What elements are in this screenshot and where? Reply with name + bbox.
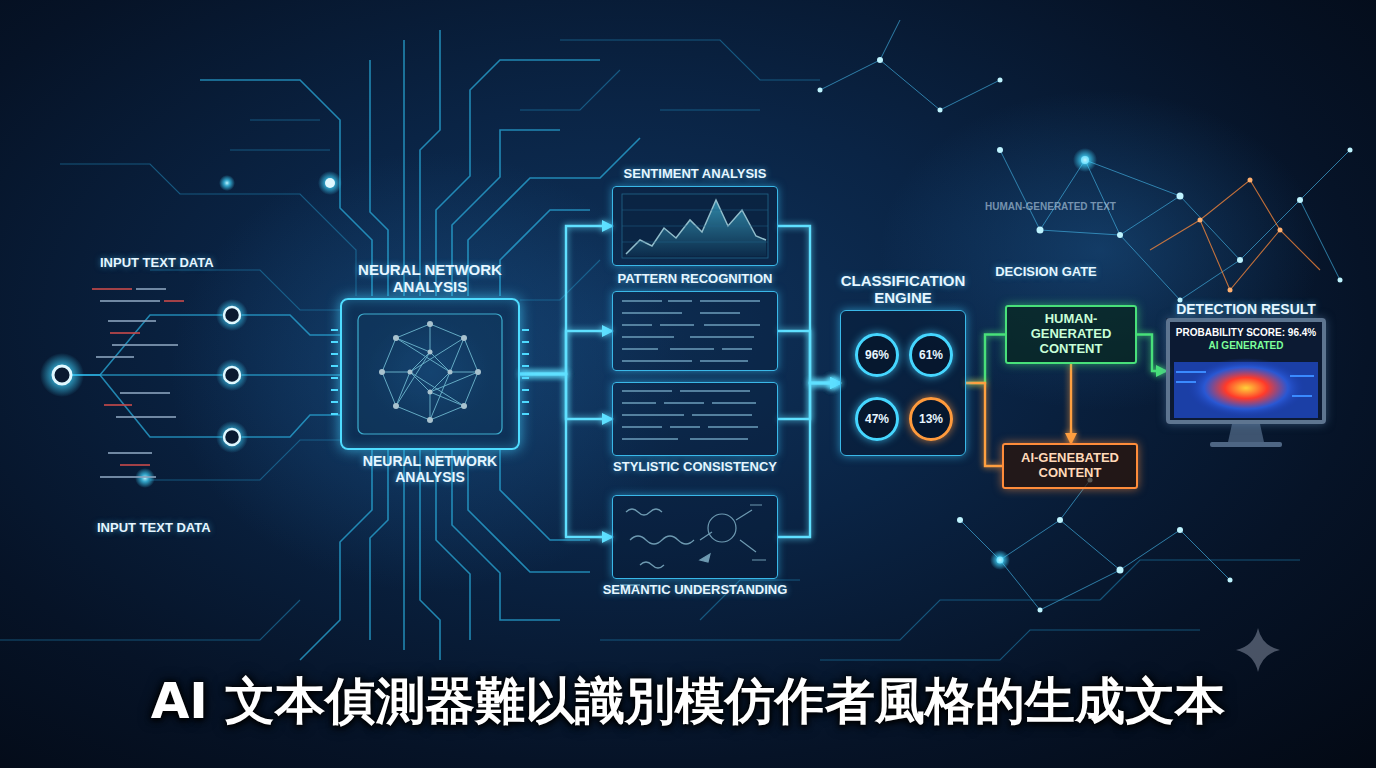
gauge-ring: 13% [909, 397, 953, 441]
analysis-panel: STYLISTIC CONSISTENCY [612, 382, 778, 456]
flow-connector [966, 383, 1002, 466]
flow-connector [778, 383, 840, 537]
box-heading: STYLISTIC CONSISTENCY [585, 460, 805, 475]
human-result-box: HUMAN-GENERATED CONTENT [1005, 305, 1137, 364]
flow-connector [1070, 364, 1072, 443]
flow-connector [778, 331, 840, 383]
gate-label: DECISION GATE [986, 264, 1106, 279]
network-constellation [818, 20, 1353, 613]
monitor-illustration [1166, 318, 1326, 447]
flow-connector [520, 374, 612, 537]
box-heading: NEURAL NETWORK ANALYSIS [350, 261, 510, 296]
caption-title: AI 文本偵測器難以識別模仿作者風格的生成文本 [0, 668, 1376, 735]
analysis-panel: SENTIMENT ANALYSIS [612, 186, 778, 266]
flow-connector [520, 331, 612, 374]
box-text: 61% [912, 348, 950, 362]
box-text: 13% [912, 412, 950, 426]
circuit-trace [0, 30, 1300, 660]
box-heading: NEURAL NETWORK ANALYSIS [350, 453, 510, 485]
box-heading: CLASSIFICATION ENGINE [833, 272, 973, 307]
input-wires [40, 171, 342, 488]
gauge-ring: 61% [909, 333, 953, 377]
box-heading: DETECTION RESULT [1156, 301, 1336, 317]
analysis-panel: SEMANTIC UNDERSTANDING [612, 495, 778, 579]
input-label: INPUT TEXT DATA [97, 520, 211, 535]
box-text: 47% [858, 412, 896, 426]
box-heading: SEMANTIC UNDERSTANDING [585, 583, 805, 598]
faint-label: HUMAN-GENERATED TEXT [985, 201, 1116, 212]
box-text: PROBABILITY SCORE: 96.4% [1175, 326, 1317, 339]
box-text: AI-GENEBATED CONTENT [1010, 451, 1130, 481]
box-text: 96% [858, 348, 896, 362]
monitor-screen: DETECTION RESULTPROBABILITY SCORE: 96.4%… [1166, 318, 1326, 424]
neural-network-box: NEURAL NETWORK ANALYSISNEURAL NETWORK AN… [340, 298, 520, 450]
input-label: INPUT TEXT DATA [100, 255, 214, 270]
gauge-ring: 47% [855, 397, 899, 441]
gauge-ring: 96% [855, 333, 899, 377]
flow-connector [1137, 335, 1166, 372]
flow-connector [778, 226, 840, 383]
flow-connector [520, 226, 612, 374]
box-text: HUMAN-GENERATED CONTENT [1013, 312, 1129, 357]
code-lines [92, 288, 184, 478]
sparkle-mark [1236, 628, 1280, 672]
analysis-panel: PATTERN RECOGNITION [612, 291, 778, 371]
box-text: AI GENERATED [1175, 339, 1317, 352]
box-heading: SENTIMENT ANALYSIS [585, 167, 805, 182]
classification-box: CLASSIFICATION ENGINE96%61%47%13% [840, 310, 966, 456]
flow-connector [966, 335, 1005, 384]
box-heading: PATTERN RECOGNITION [585, 272, 805, 287]
ai-result-box: AI-GENEBATED CONTENT [1002, 443, 1138, 489]
